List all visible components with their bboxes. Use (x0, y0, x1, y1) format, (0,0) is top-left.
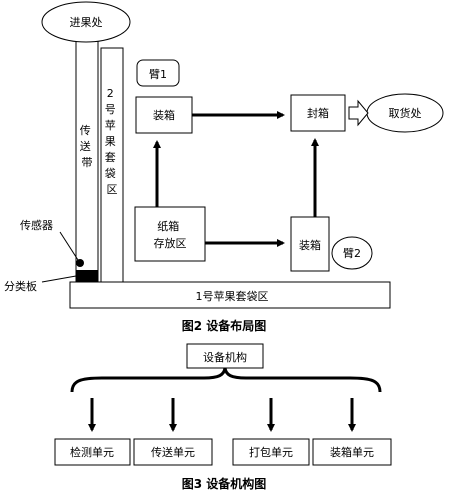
arm1-box (136, 59, 180, 87)
sorting-board-label: 分类板 (4, 279, 37, 293)
pickup-label: 取货处 (389, 106, 422, 120)
sealing-box (290, 94, 346, 132)
unit-transport-label: 传送单元 (151, 445, 195, 459)
bag-area-1-label: 1号苹果套袋区 (196, 289, 269, 303)
figure2-layout: 传 送 带 2 号 苹 果 套 袋 区 进果处 传感器 分类板 1号苹果套袋区 … (4, 1, 444, 333)
arrow-sealing-to-pickup (348, 99, 369, 127)
figure2-caption: 图2 设备布局图 (182, 318, 267, 333)
root-label: 设备机构 (203, 350, 247, 364)
unit-boxing-label: 装箱单元 (330, 445, 374, 459)
unit-transport-box (133, 438, 213, 466)
unit-packing-label: 打包单元 (249, 445, 293, 459)
arm1-label: 臂1 (149, 68, 167, 81)
sorting-board (76, 270, 98, 282)
bag-area-2-label: 2 号 苹 果 套 袋 区 (105, 87, 120, 196)
root-box (186, 343, 264, 369)
arm2-label: 臂2 (343, 247, 361, 260)
sealing-label: 封箱 (307, 106, 329, 120)
entry-ellipse (41, 1, 131, 43)
boxing-top-box (135, 96, 193, 134)
unit-detection-label: 检测单元 (70, 445, 114, 459)
boxing-top-label: 装箱 (153, 108, 175, 122)
sensor-label: 传感器 (20, 219, 53, 232)
sensor-dot (76, 259, 84, 267)
unit-packing-box (232, 438, 310, 466)
arm2-ellipse (331, 236, 373, 270)
entry-label: 进果处 (70, 16, 103, 29)
bag-area-2 (100, 47, 124, 283)
sorting-board-pointer (41, 275, 77, 283)
carton-storage-box (134, 206, 206, 262)
sensor-pointer (59, 231, 79, 261)
carton-storage-label: 纸箱 存放区 (154, 219, 187, 250)
unit-detection-box (54, 438, 131, 466)
figure3-caption: 图3 设备机构图 (182, 476, 267, 491)
boxing-bottom-label: 装箱 (299, 238, 321, 252)
conveyor-label: 传 送 带 (80, 124, 95, 169)
figure3-structure: 设备机构 检测单元 传送单元 打包单元 装箱单元 图3 设备机构图 (54, 343, 392, 491)
curly-brace (70, 367, 382, 393)
unit-boxing-box (312, 438, 392, 466)
bag-area-1 (69, 281, 391, 309)
boxing-bottom-box (290, 216, 330, 272)
